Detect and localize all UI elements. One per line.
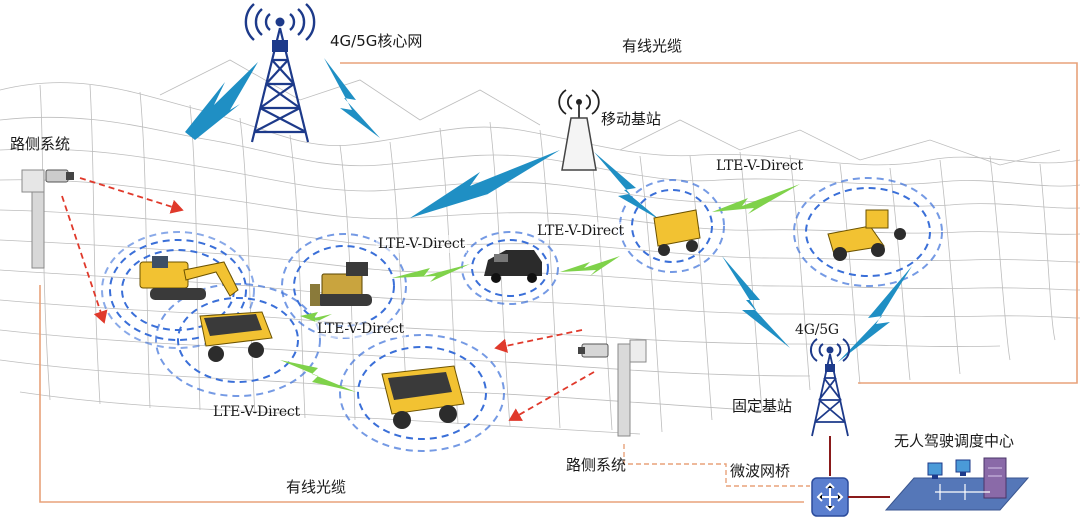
lightning-green-3 [560, 256, 620, 276]
link-4g5g-label: 4G/5G [795, 322, 839, 338]
lightning-green-5 [300, 312, 332, 322]
wired-cable-label-top: 有线光缆 [622, 37, 683, 55]
antenna-signal-icon [244, 3, 316, 41]
fixed-base-station-label: 固定基站 [732, 397, 793, 415]
server-icon [983, 457, 1007, 499]
signal-icon [558, 89, 600, 115]
lte-v-direct-label-1: LTE-V-Direct [716, 158, 803, 174]
lightning-mobile-right [594, 152, 660, 220]
wired-optical-cable [39, 62, 1078, 503]
camera-icon [45, 169, 74, 183]
lte-v-direct-label-3: LTE-V-Direct [376, 235, 467, 253]
motor-grader [827, 209, 906, 261]
lightning-mobile-left [410, 150, 560, 218]
fixed-base-station-tower [810, 338, 850, 476]
mobile-base-station [558, 89, 600, 171]
roadside-unit-center [578, 339, 647, 437]
wired-cable-label-bottom: 有线光缆 [286, 478, 347, 496]
lightning-green-4 [712, 184, 800, 214]
wireless-links [185, 58, 912, 362]
camera-icon [578, 343, 609, 358]
bulldozer [310, 262, 372, 306]
lightning-core-right [324, 58, 380, 138]
terrain-mesh [0, 59, 1080, 435]
microwave-bridge-label: 微波网桥 [730, 462, 791, 480]
roadside-unit-left [21, 169, 74, 269]
v2v-links [280, 184, 800, 392]
lte-v-direct-label-4: LTE-V-Direct [315, 320, 406, 338]
router-icon [811, 477, 890, 517]
computer-icon [927, 462, 943, 479]
core-network-tower [244, 3, 316, 143]
lightning-fixed-right [838, 266, 912, 362]
mobile-base-station-label: 移动基站 [601, 110, 662, 128]
roadside-system-label-center: 路侧系统 [566, 456, 627, 474]
roadside-arrows [61, 177, 595, 421]
dump-truck [199, 311, 273, 362]
dispatch-center-label: 无人驾驶调度中心 [894, 432, 1015, 450]
roadside-system-label-left: 路侧系统 [10, 135, 71, 153]
lte-v-direct-label-5: LTE-V-Direct [213, 404, 300, 420]
microwave-bridge-link [623, 444, 810, 487]
dispatch-center [884, 457, 1030, 511]
lte-v-direct-label-2: LTE-V-Direct [535, 222, 626, 240]
dump-truck-large [381, 365, 465, 429]
lightning-green-2 [392, 264, 470, 282]
lightning-fixed-left [722, 256, 790, 348]
lightning-green-1 [280, 360, 356, 392]
pickup-truck [484, 250, 542, 283]
computer-icon [955, 459, 971, 476]
lightning-core-left [185, 62, 258, 140]
core-network-label: 4G/5G核心网 [330, 32, 423, 50]
antenna-signal-icon [810, 338, 850, 362]
excavator [139, 256, 239, 300]
haul-truck-small [653, 209, 701, 256]
